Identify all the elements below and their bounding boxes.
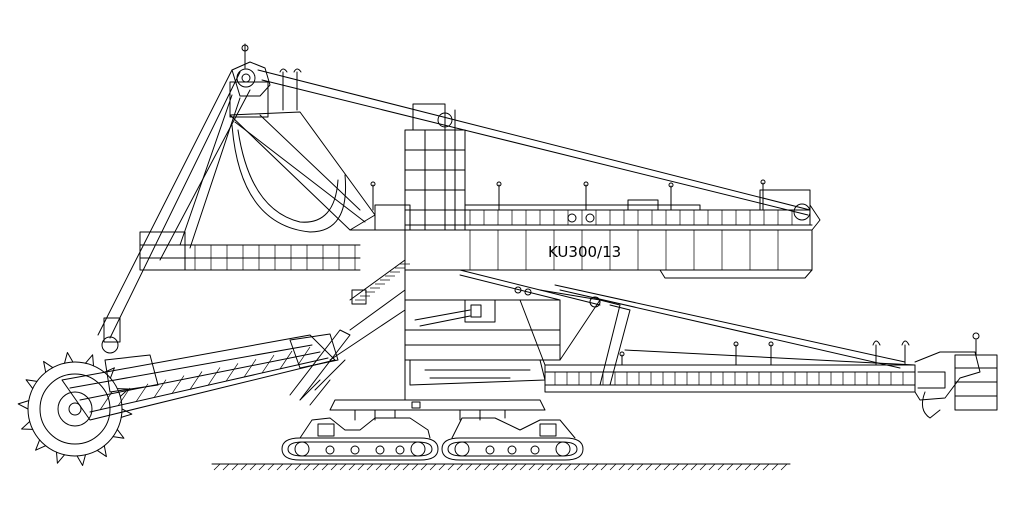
bucket-wheel-boom xyxy=(61,333,339,421)
undercarriage xyxy=(299,399,576,439)
superstructure xyxy=(374,103,466,231)
suspension-cables xyxy=(159,69,811,261)
upper-boom: KU300/13 xyxy=(404,189,821,279)
main-mast xyxy=(97,43,376,354)
crawler-track-left xyxy=(281,437,439,461)
central-structure xyxy=(289,229,601,406)
crawler-track-right xyxy=(441,437,584,461)
ground-line xyxy=(211,463,791,471)
conveyor-posts xyxy=(619,340,910,366)
discharge-head xyxy=(914,332,998,419)
rear-platform xyxy=(139,231,361,271)
discharge-conveyor xyxy=(519,284,916,393)
boom-posts xyxy=(370,179,766,211)
machine-label: KU300/13 xyxy=(548,243,621,261)
bucket-wheel xyxy=(17,352,133,466)
